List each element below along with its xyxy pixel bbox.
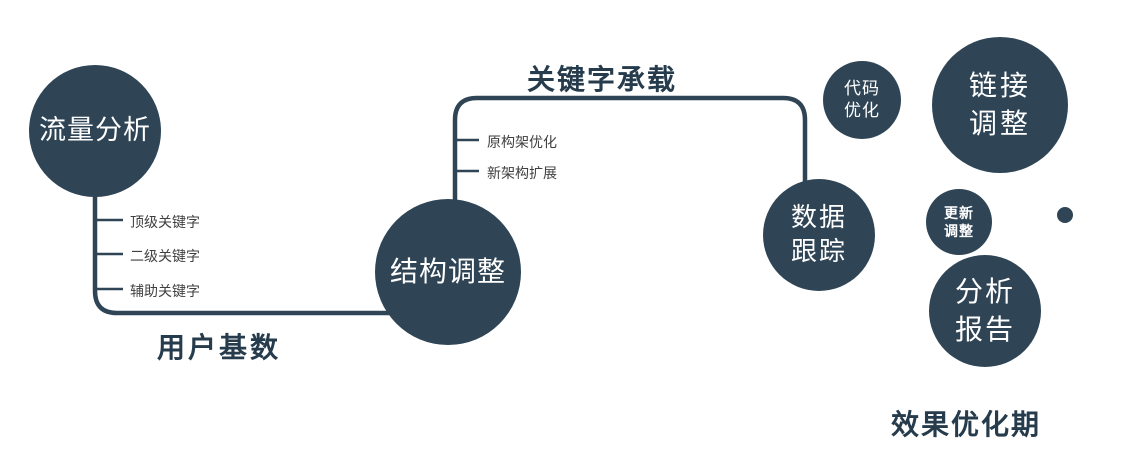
structure-adjust-node: 结构调整 bbox=[375, 199, 521, 345]
traffic-branch-label-auxiliary-keywords: 辅助关键字 bbox=[130, 283, 200, 299]
structure-branch-label-original-arch: 原构架优化 bbox=[487, 134, 557, 150]
keyword-carry-edge-label: 关键字承载 bbox=[527, 64, 678, 95]
user-base-edge-label: 用户基数 bbox=[157, 332, 282, 363]
data-tracking-label-line1: 数据 bbox=[790, 202, 847, 233]
code-optimization-node: 代码 优化 bbox=[823, 61, 901, 139]
traffic-branch-label-secondary-keywords: 二级关键字 bbox=[130, 248, 200, 264]
edge-traffic-to-structure bbox=[92, 140, 448, 316]
small-dot-node bbox=[1057, 207, 1073, 223]
edge-structure-to-tracking bbox=[452, 95, 808, 230]
code-optimization-label-line1: 代码 bbox=[844, 78, 880, 98]
update-adjust-label-line2: 调整 bbox=[944, 223, 974, 239]
traffic-branch-label-top-keywords: 顶级关键字 bbox=[130, 214, 200, 230]
link-adjust-node: 链接 调整 bbox=[932, 37, 1068, 173]
analysis-report-label-line2: 报告 bbox=[954, 314, 1015, 345]
data-tracking-node: 数据 跟踪 bbox=[763, 179, 875, 291]
data-tracking-label-line2: 跟踪 bbox=[790, 236, 847, 266]
structure-branch-label-new-arch: 新架构扩展 bbox=[487, 165, 557, 181]
update-adjust-node: 更新 调整 bbox=[926, 189, 992, 255]
analysis-report-label-line1: 分析 bbox=[954, 276, 1015, 308]
structure-adjust-label: 结构调整 bbox=[389, 255, 506, 287]
analysis-report-node: 分析 报告 bbox=[929, 255, 1041, 367]
traffic-analysis-node: 流量分析 bbox=[29, 65, 161, 197]
link-adjust-label-line2: 调整 bbox=[968, 108, 1031, 139]
code-optimization-label-line2: 优化 bbox=[844, 101, 880, 120]
traffic-analysis-label: 流量分析 bbox=[39, 115, 151, 146]
effect-optimization-phase-label: 效果优化期 bbox=[891, 409, 1042, 440]
update-adjust-label-line1: 更新 bbox=[944, 204, 974, 221]
link-adjust-label-line1: 链接 bbox=[968, 70, 1031, 102]
